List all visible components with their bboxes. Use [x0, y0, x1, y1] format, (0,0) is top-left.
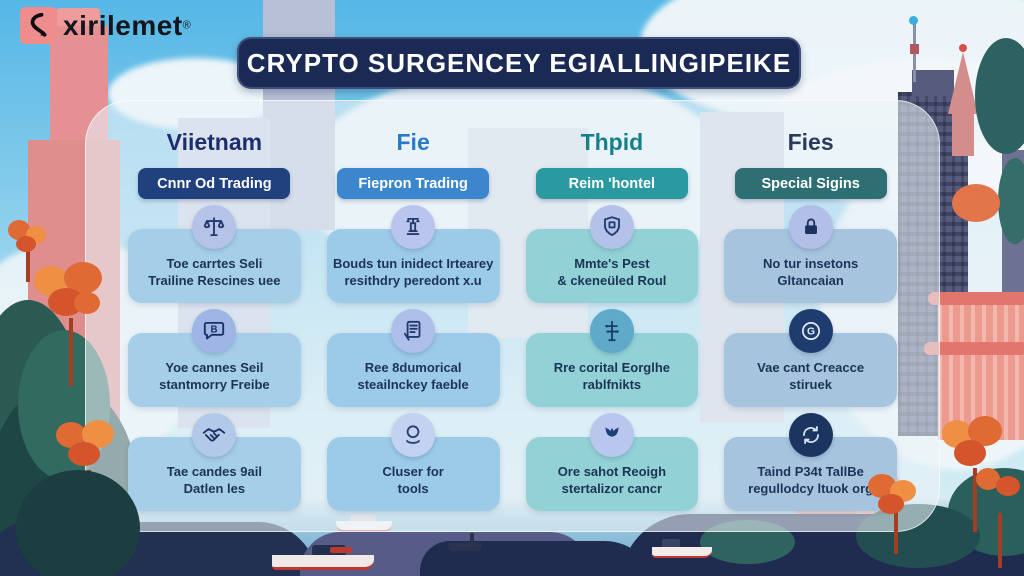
info-card: Ree 8dumorical steailnckey faeble [326, 309, 500, 407]
pagoda-roof [928, 292, 1024, 305]
svg-text:G: G [807, 327, 815, 338]
card-line-1: Vae cant Creacce [757, 359, 865, 375]
column-fies: Fies Special Sigins No tur insetons Glta… [724, 127, 897, 531]
card-line-2: & ckeneüled Roul [557, 273, 667, 288]
foliage [998, 158, 1024, 244]
category-button[interactable]: Reim 'hontel [535, 168, 688, 199]
card-line-1: Cluser for [382, 463, 444, 479]
spire-tower-base [952, 110, 974, 156]
card-line-1: Rre corital Eorglhe [553, 359, 671, 375]
orange-foliage [952, 184, 1000, 222]
card-line-2: stertalizor cancr [561, 481, 663, 496]
column-viietnam: Viietnam Cnnr Od Trading Toe carrtes Sel… [128, 127, 301, 531]
balance-pedestal-icon [391, 205, 436, 249]
coral-tree [866, 474, 926, 554]
pagoda-building [938, 300, 1024, 440]
right-dark-tower-roof [912, 70, 954, 96]
card-line-2: regullodcy ltuok org [748, 481, 874, 496]
refresh-icon [788, 413, 833, 457]
logo-text: xirilemet [63, 9, 183, 41]
coral-tree [34, 262, 108, 386]
boat [272, 543, 374, 570]
card-line-1: Tae candes 9ail [166, 463, 262, 479]
bird-icon [589, 413, 634, 457]
info-card: Cluser for tools [326, 413, 500, 511]
card-line-2: rablfnikts [582, 377, 642, 392]
info-card: Tae candes 9ail Datlen les [128, 413, 301, 511]
page-title: CRYPTO SURGENCEY EGIALLINGIPEIKE [246, 47, 792, 78]
column-header: Viietnam [166, 129, 263, 155]
title-banner: CRYPTO SURGENCEY EGIALLINGIPEIKE [237, 37, 801, 89]
shield-icon [589, 205, 634, 249]
regulations-panel: Viietnam Cnnr Od Trading Toe carrtes Sel… [85, 100, 940, 532]
card-line-1: Ree 8dumorical [364, 359, 462, 375]
info-card: Rre corital Eorglhe rablfnikts [525, 309, 699, 407]
info-card: B Yoe cannes Seil stantmorry Freibe [128, 309, 301, 407]
card-line-2: Datlen les [183, 481, 246, 496]
info-card: Ore sahot Reoigh stertalizor cancr [525, 413, 699, 511]
scales-icon [192, 205, 237, 249]
card-line-1: Bouds tun inidect Irtearey [332, 255, 494, 271]
category-button[interactable]: Fiepron Trading [337, 168, 490, 199]
boat [652, 539, 712, 558]
coral-tree [6, 220, 50, 282]
card-line-2: stantmorry Freibe [159, 377, 270, 392]
spire-tip [959, 44, 967, 52]
svg-text:B: B [211, 324, 218, 335]
category-button[interactable]: Cnnr Od Trading [138, 168, 291, 199]
column-fie: Fie Fiepron Trading Bouds tun inidect Ir… [326, 127, 500, 531]
info-card: Mmte's Pest & ckeneüled Roul [525, 205, 699, 303]
column-thpid: Thpid Reim 'hontel Mmte's Pest & ckeneül… [525, 127, 699, 531]
foliage [16, 470, 140, 576]
swoosh-arrow-icon [20, 7, 57, 44]
document-pen-icon [391, 309, 436, 353]
column-header: Fie [396, 129, 430, 155]
column-header: Thpid [580, 129, 644, 155]
card-line-2: stiruek [789, 377, 832, 392]
card-line-1: Toe carrtes Seli [166, 255, 263, 271]
pagoda-roof [924, 342, 1024, 355]
coral-tree [942, 416, 1008, 532]
column-header: Fies [787, 129, 834, 155]
lock-icon [788, 205, 833, 249]
category-button[interactable]: Special Sigins [734, 168, 887, 199]
card-line-2: resithdry peredont x.u [344, 273, 482, 288]
signpost-icon [589, 309, 634, 353]
antenna-light [909, 16, 918, 25]
card-line-1: Yoe cannes Seil [165, 359, 264, 375]
spire-tower [948, 52, 978, 114]
logo: xirilemet® [20, 7, 191, 44]
card-line-2: tools [397, 481, 429, 496]
info-card: Bouds tun inidect Irtearey resithdry per… [326, 205, 500, 303]
registered-mark: ® [182, 19, 191, 32]
coral-tree [56, 420, 122, 530]
info-card: No tur insetons Gltancaian [724, 205, 897, 303]
card-line-1: No tur insetons [762, 255, 859, 271]
card-line-1: Taind P34t TallBe [757, 463, 864, 479]
coral-tree [976, 468, 1024, 568]
badge-g-icon: G [788, 309, 833, 353]
card-line-1: Ore sahot Reoigh [557, 463, 667, 479]
foliage [975, 38, 1024, 154]
card-line-2: Trailine Rescines uee [148, 273, 281, 288]
card-line-1: Mmte's Pest [574, 255, 650, 271]
info-card: G Vae cant Creacce stiruek [724, 309, 897, 407]
small-boat [448, 533, 482, 551]
card-line-2: Gltancaian [777, 273, 844, 288]
info-card: Taind P34t TallBe regullodcy ltuok org [724, 413, 897, 511]
handshake-icon [192, 413, 237, 457]
antenna-block [910, 44, 919, 54]
info-card: Toe carrtes Seli Trailine Rescines uee [128, 205, 301, 303]
person-circle-icon [391, 413, 436, 457]
chat-coin-icon: B [192, 309, 237, 353]
card-line-2: steailnckey faeble [357, 377, 469, 392]
